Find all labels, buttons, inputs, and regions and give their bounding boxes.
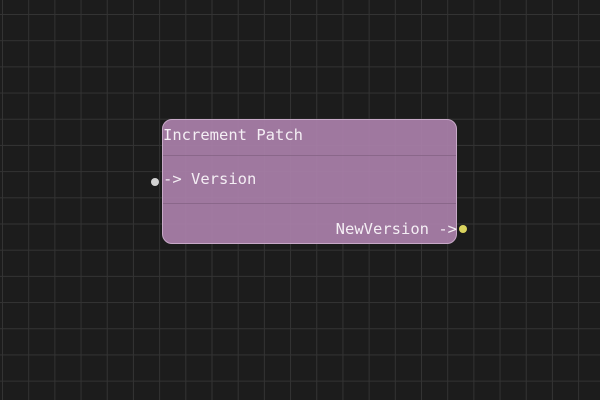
increment-patch-node[interactable]: Increment Patch -> Version NewVersion -> — [162, 119, 457, 244]
output-port-newversion-icon[interactable] — [459, 225, 467, 233]
input-label-version: -> Version — [163, 170, 257, 188]
node-title: Increment Patch — [163, 126, 303, 144]
node-input-row-version: -> Version — [163, 156, 456, 204]
input-port-version-icon[interactable] — [151, 178, 159, 186]
node-title-row[interactable]: Increment Patch — [163, 120, 456, 156]
node-output-row-newversion: NewVersion -> — [163, 204, 457, 244]
output-label-newversion: NewVersion -> — [335, 220, 457, 238]
